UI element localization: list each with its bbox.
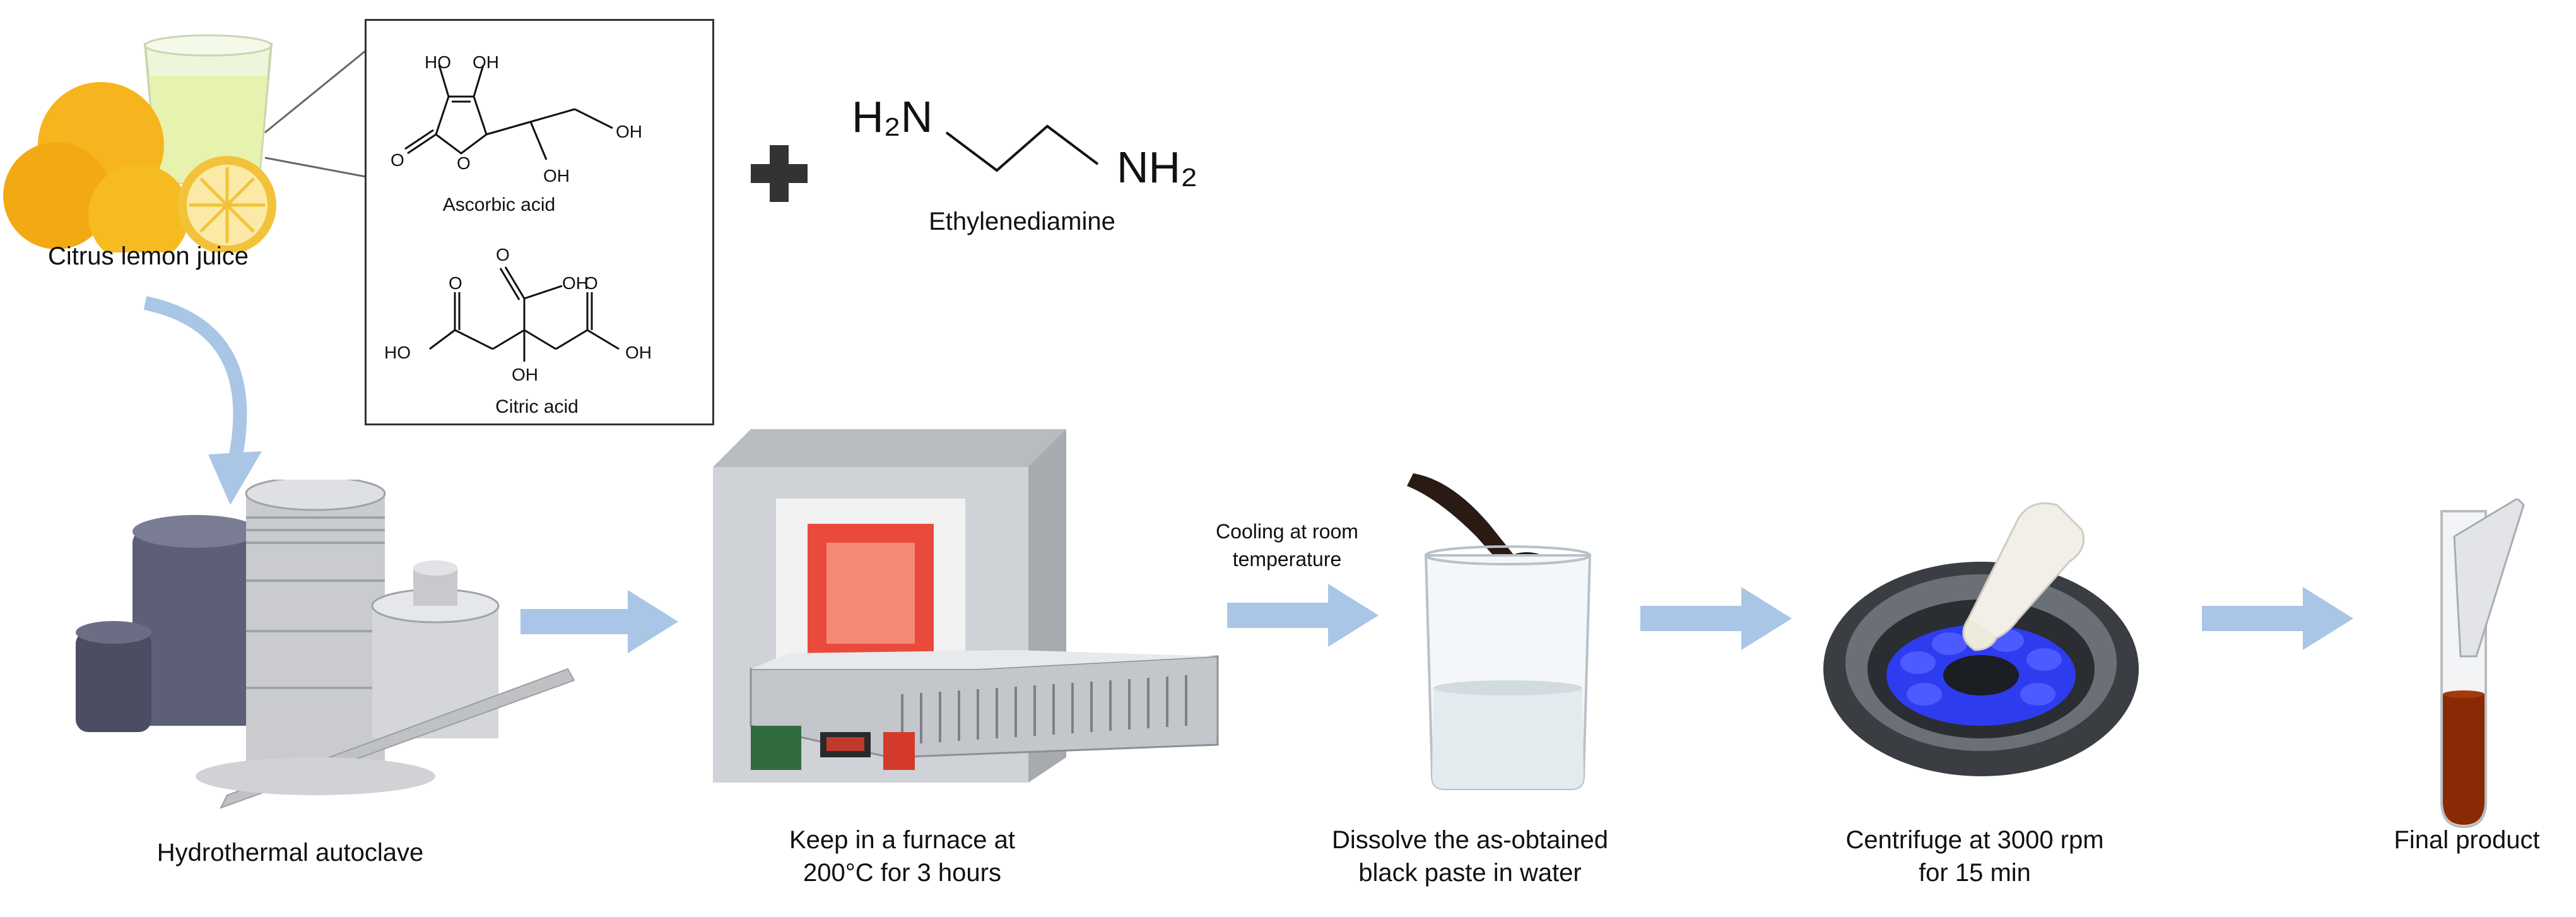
centrifuge-label-line2: for 15 min xyxy=(1919,859,2031,887)
beaker-illustration xyxy=(1407,473,1592,790)
ascorbic-acid-label: Ascorbic acid xyxy=(442,194,556,215)
ascorbic-acid-structure xyxy=(404,64,613,160)
curved-arrow-down xyxy=(143,296,262,505)
plus-icon xyxy=(751,145,808,202)
dissolve-label-line2: black paste in water xyxy=(1358,859,1582,887)
ascorbic-oh-top-right: OH xyxy=(473,52,499,72)
lemon-juice-illustration xyxy=(3,34,276,252)
citric-acid-label: Citric acid xyxy=(495,396,579,417)
citric-oh-right: OH xyxy=(625,343,652,362)
centrifuge-illustration xyxy=(1823,502,2139,776)
zoom-lines xyxy=(264,49,367,178)
arrow-2 xyxy=(1227,584,1379,647)
cooling-label-line1: Cooling at room xyxy=(1216,520,1358,543)
cooling-label-line2: temperature xyxy=(1232,548,1342,571)
hydrothermal-autoclave-illustration xyxy=(76,480,575,809)
furnace-illustration xyxy=(713,429,1219,783)
cooling-label: Cooling at room temperature xyxy=(1186,518,1388,573)
citric-oh-center: OH xyxy=(512,365,538,384)
ethylenediamine-nh2: NH₂ xyxy=(1117,143,1198,192)
arrow-1 xyxy=(520,590,678,653)
ascorbic-ring-o: O xyxy=(457,153,471,173)
ascorbic-ho-top-left: HO xyxy=(425,52,451,72)
ascorbic-carbonyl-o: O xyxy=(391,150,404,170)
final-product-label: Final product xyxy=(2394,826,2540,854)
ethylenediamine-h2n: H₂N xyxy=(852,92,933,141)
arrow-4 xyxy=(2202,587,2353,650)
dissolve-label-line1: Dissolve the as-obtained xyxy=(1331,826,1609,854)
test-tube-illustration xyxy=(2440,499,2525,829)
dissolve-label: Dissolve the as-obtained black paste in … xyxy=(1287,824,1653,889)
ascorbic-oh-lower: OH xyxy=(543,166,570,186)
ascorbic-oh-side: OH xyxy=(616,122,642,141)
centrifuge-label-line1: Centrifuge at 3000 rpm xyxy=(1845,826,2104,854)
citric-o-right: O xyxy=(584,273,598,293)
ethylenediamine-label: Ethylenediamine xyxy=(929,208,1115,235)
furnace-label-line1: Keep in a furnace at xyxy=(789,826,1016,854)
furnace-label-line2: 200°C for 3 hours xyxy=(803,859,1001,887)
citric-o-left: O xyxy=(449,273,462,293)
citric-oh-top: OH xyxy=(562,273,589,293)
centrifuge-label: Centrifuge at 3000 rpm for 15 min xyxy=(1804,824,2145,889)
chemical-structures-box: HO OH O O OH OH Ascorbic acid O OH O O H… xyxy=(365,19,714,425)
arrow-3 xyxy=(1640,587,1792,650)
lemon-juice-label: Citrus lemon juice xyxy=(48,242,249,270)
citric-ho-left: HO xyxy=(384,343,411,362)
autoclave-label: Hydrothermal autoclave xyxy=(156,839,424,867)
ethylenediamine-bonds xyxy=(945,124,1099,172)
citric-o-top: O xyxy=(496,245,510,264)
citric-acid-structure xyxy=(429,266,620,362)
furnace-label: Keep in a furnace at 200°C for 3 hours xyxy=(726,824,1079,889)
